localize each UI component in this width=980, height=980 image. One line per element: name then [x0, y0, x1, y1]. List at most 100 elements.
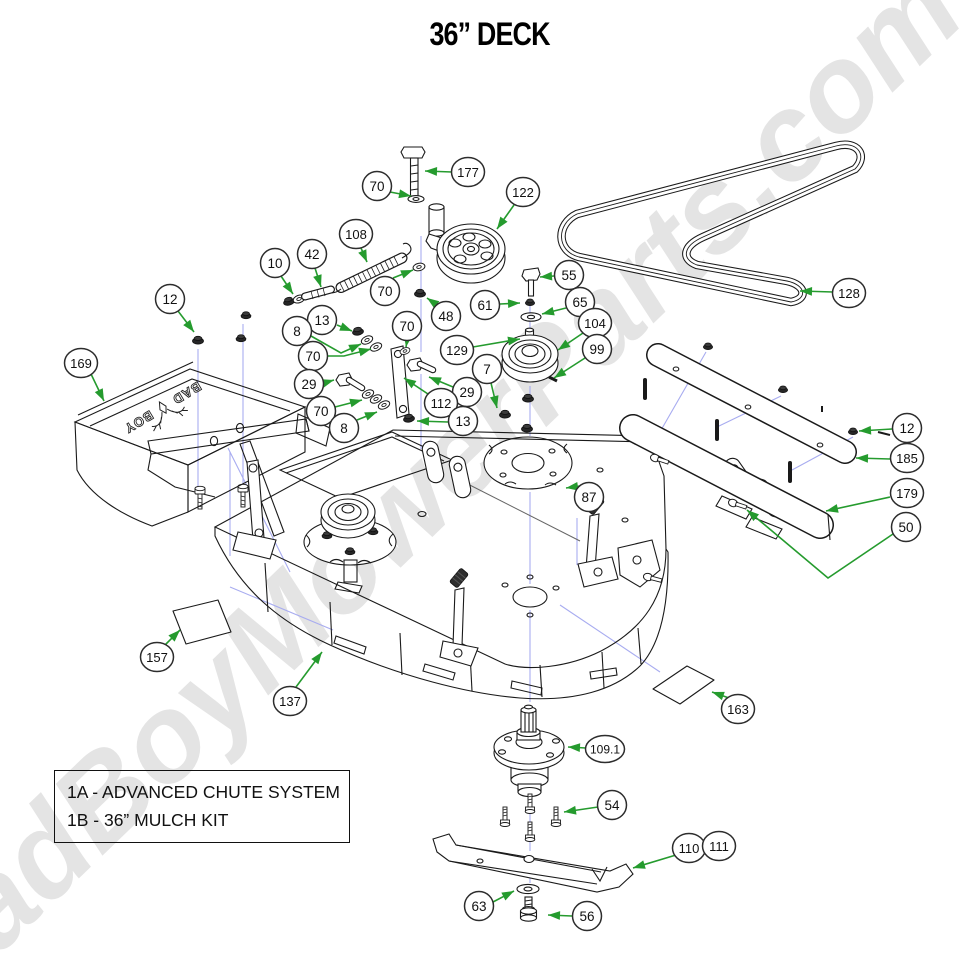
callout-157: 157: [139, 629, 181, 673]
callout-177: 177: [424, 156, 486, 188]
callout-54: 54: [563, 789, 628, 821]
front-hanger-arm: [439, 567, 479, 667]
spindle-pulley: [501, 327, 559, 383]
callout-61: 61: [469, 289, 521, 321]
nut-48: [414, 288, 426, 298]
legend-item-1b: 1B - 36” MULCH KIT: [67, 810, 229, 831]
svg-text:157: 157: [146, 650, 168, 665]
svg-text:70: 70: [369, 179, 384, 194]
svg-text:29: 29: [459, 385, 474, 400]
svg-text:54: 54: [604, 798, 620, 813]
rear-baffle-upper: [646, 343, 857, 464]
page-title: 36” DECK: [429, 16, 551, 52]
svg-text:99: 99: [589, 342, 604, 357]
callout-163: 163: [711, 691, 756, 725]
callout-137: 137: [272, 651, 323, 717]
nut: [235, 334, 247, 343]
svg-text:70: 70: [377, 284, 392, 299]
callout-63: 63: [463, 890, 515, 922]
callout-99: 99: [553, 333, 613, 379]
callout-70: 70: [369, 269, 414, 307]
svg-text:50: 50: [898, 520, 913, 535]
discharge-chute: BAD BOY: [73, 361, 331, 527]
callout-12: 12: [154, 283, 195, 333]
deck-belt: [557, 140, 865, 307]
svg-text:29: 29: [301, 377, 316, 392]
svg-text:104: 104: [584, 316, 606, 331]
svg-text:185: 185: [896, 451, 918, 466]
callout-112: 112: [403, 377, 459, 419]
callout-65: 65: [541, 286, 596, 318]
svg-text:70: 70: [313, 404, 328, 419]
svg-text:48: 48: [438, 309, 453, 324]
callout-129: 129: [439, 334, 521, 366]
callout-104: 104: [557, 307, 613, 351]
callout-13: 13: [306, 304, 353, 336]
svg-text:109.1: 109.1: [590, 743, 620, 757]
svg-text:13: 13: [455, 414, 470, 429]
callout-87: 87: [565, 481, 605, 513]
callout-122: 122: [496, 176, 541, 230]
idler-arm-hardware: [335, 326, 437, 424]
blade-bolt: [519, 896, 538, 922]
svg-text:65: 65: [572, 295, 587, 310]
svg-text:10: 10: [267, 256, 282, 271]
callout-70: 70: [297, 340, 372, 372]
deck-nut: [522, 393, 534, 403]
svg-text:42: 42: [304, 247, 319, 262]
callout-13: 13: [416, 405, 479, 437]
spring-bolt: [282, 285, 335, 307]
svg-text:13: 13: [314, 313, 329, 328]
idler-bolt: [400, 146, 426, 203]
svg-text:129: 129: [446, 343, 468, 358]
callout-108: 108: [338, 218, 374, 263]
svg-text:12: 12: [899, 421, 914, 436]
callout-128: 128: [799, 277, 867, 309]
baffle-nut-12: [847, 427, 859, 435]
callout-48: 48: [426, 297, 462, 332]
idler-pulley: [436, 223, 506, 284]
deck-nut: [521, 423, 533, 433]
svg-text:70: 70: [305, 349, 320, 364]
callout-70: 70: [391, 310, 423, 348]
svg-text:110: 110: [679, 841, 700, 856]
callout-8: 8: [281, 315, 362, 354]
baffle-nut: [702, 342, 714, 350]
svg-text:169: 169: [70, 356, 92, 371]
baffle-nut: [777, 385, 789, 393]
callout-111: 111: [701, 830, 737, 862]
callout-50: 50: [746, 509, 922, 580]
blade-adapter-plate: [483, 436, 573, 490]
svg-text:87: 87: [581, 490, 596, 505]
mower-blade: [432, 833, 634, 893]
callout-109.1: 109.1: [567, 734, 626, 764]
deck-decal-left: [172, 599, 232, 645]
blade-washer: [516, 883, 540, 895]
right-hanger-arm: [577, 494, 663, 588]
nut: [240, 311, 252, 320]
svg-text:112: 112: [431, 396, 452, 411]
svg-text:8: 8: [293, 324, 301, 339]
hanger-bolt: [237, 483, 249, 508]
pulley-bolt-stack: [520, 267, 542, 322]
svg-text:108: 108: [345, 227, 367, 242]
callout-7: 7: [471, 353, 503, 409]
svg-text:55: 55: [561, 268, 576, 283]
left-hanger-arm: [232, 459, 277, 560]
svg-text:7: 7: [483, 362, 491, 377]
svg-text:111: 111: [709, 839, 729, 854]
callout-110: 110: [632, 832, 707, 869]
legend-box: 1A - ADVANCED CHUTE SYSTEM 1B - 36” MULC…: [54, 770, 350, 843]
spindle-assembly: [493, 704, 565, 798]
svg-text:61: 61: [477, 298, 492, 313]
deck-nut: [499, 409, 511, 419]
callout-70: 70: [305, 395, 363, 427]
svg-text:12: 12: [162, 292, 177, 307]
svg-text:122: 122: [512, 185, 534, 200]
svg-text:BAD: BAD: [170, 379, 204, 408]
deck-spindle-pulley: [303, 493, 397, 594]
callout-179: 179: [825, 477, 925, 513]
svg-text:163: 163: [727, 702, 749, 717]
svg-text:BOY: BOY: [122, 408, 156, 437]
